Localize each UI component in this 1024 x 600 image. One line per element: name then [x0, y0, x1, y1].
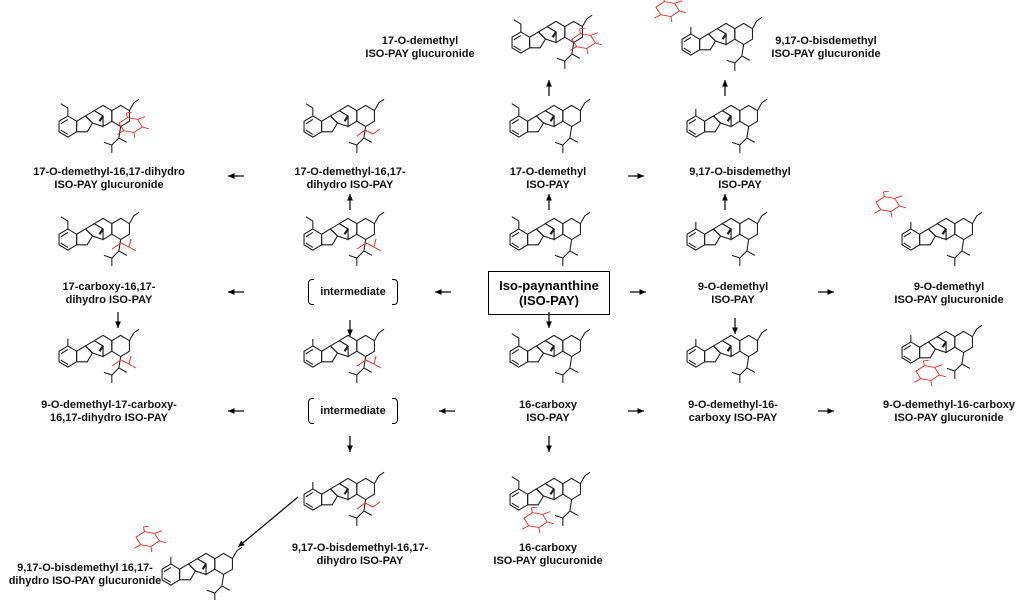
reaction-arrows: [115, 80, 834, 548]
structure-o917-dihydro: [302, 471, 385, 527]
structure-o9-demethyl: [685, 211, 768, 267]
structure-o9-glucuronide: [873, 191, 983, 267]
label-17-o-demethyl-dihydro: 17-O-demethyl-16,17- dihydro ISO-PAY: [294, 166, 406, 191]
structure-center: [508, 211, 591, 267]
structure-o17-dihydro: [302, 98, 385, 154]
label-917-o-bisdemethyl-dihydro: 9,17-O-bisdemethyl-16,17- dihydro ISO-PA…: [291, 542, 429, 567]
label-9-o-demethyl-17-carboxy-dihydro: 9-O-demethyl-17-carboxy- 16,17-dihydro I…: [41, 399, 177, 424]
intermediate-bracket-upper: intermediate: [308, 279, 398, 305]
label-16-carboxy-glucuronide: 16-carboxy ISO-PAY glucuronide: [493, 542, 603, 567]
structure-carboxy16-glucuronide: [508, 471, 591, 534]
structure-intermediate-top: [302, 211, 385, 267]
label-9-o-demethyl-16-carboxy: 9-O-demethyl-16- carboxy ISO-PAY: [688, 399, 778, 424]
label-917-o-bisdemethyl-glucuronide: 9,17-O-bisdemethyl ISO-PAY glucuronide: [771, 35, 881, 60]
label-16-carboxy: 16-carboxy ISO-PAY: [518, 399, 578, 424]
label-17-o-demethyl: 17-O-demethyl ISO-PAY: [509, 166, 587, 191]
structure-carboxy16: [508, 328, 591, 384]
structure-o17-glucuronide: [510, 14, 603, 70]
structure-o917-glucuronide: [653, 0, 763, 72]
label-9-o-demethyl-glucuronide: 9-O-demethyl ISO-PAY glucuronide: [894, 281, 1004, 306]
structures: [57, 0, 983, 600]
structure-o17-demethyl: [508, 98, 591, 154]
structure-o9-carboxy16: [685, 328, 768, 384]
structure-o17-dihydro-glucuronide: [57, 98, 150, 154]
label-17-o-demethyl-dihydro-glucuronide: 17-O-demethyl-16,17-dihydro ISO-PAY gluc…: [33, 166, 185, 191]
label-9-o-demethyl: 9-O-demethyl ISO-PAY: [697, 281, 769, 306]
intermediate-label: intermediate: [320, 286, 386, 298]
arrow-917o-dihydro-to-glucuronide: [237, 496, 299, 548]
structure-o9-carboxy17-dihydro: [57, 328, 140, 384]
label-17-carboxy-dihydro: 17-carboxy-16,17- dihydro ISO-PAY: [62, 281, 156, 306]
structure-o9-carboxy16-glucuronide: [900, 324, 983, 387]
intermediate-bracket-lower: intermediate: [308, 398, 398, 424]
label-917-o-bisdemethyl: 9,17-O-bisdemethyl ISO-PAY: [689, 166, 791, 191]
structure-o917-bisdemethyl: [685, 98, 768, 154]
structure-carboxy17-dihydro: [57, 211, 140, 267]
intermediate-label: intermediate: [320, 405, 386, 417]
center-compound-box: Iso-paynanthine (ISO-PAY): [488, 271, 610, 315]
label-9-o-demethyl-16-carboxy-glucuronide: 9-O-demethyl-16-carboxy ISO-PAY glucuron…: [882, 399, 1016, 424]
label-17-o-demethyl-glucuronide: 17-O-demethyl ISO-PAY glucuronide: [365, 35, 475, 60]
label-917-o-bisdemethyl-dihydro-glucuronide: 9,17-O-bisdemethyl 16,17- dihydro ISO-PA…: [8, 562, 162, 587]
structure-intermediate-mid: [302, 328, 385, 384]
